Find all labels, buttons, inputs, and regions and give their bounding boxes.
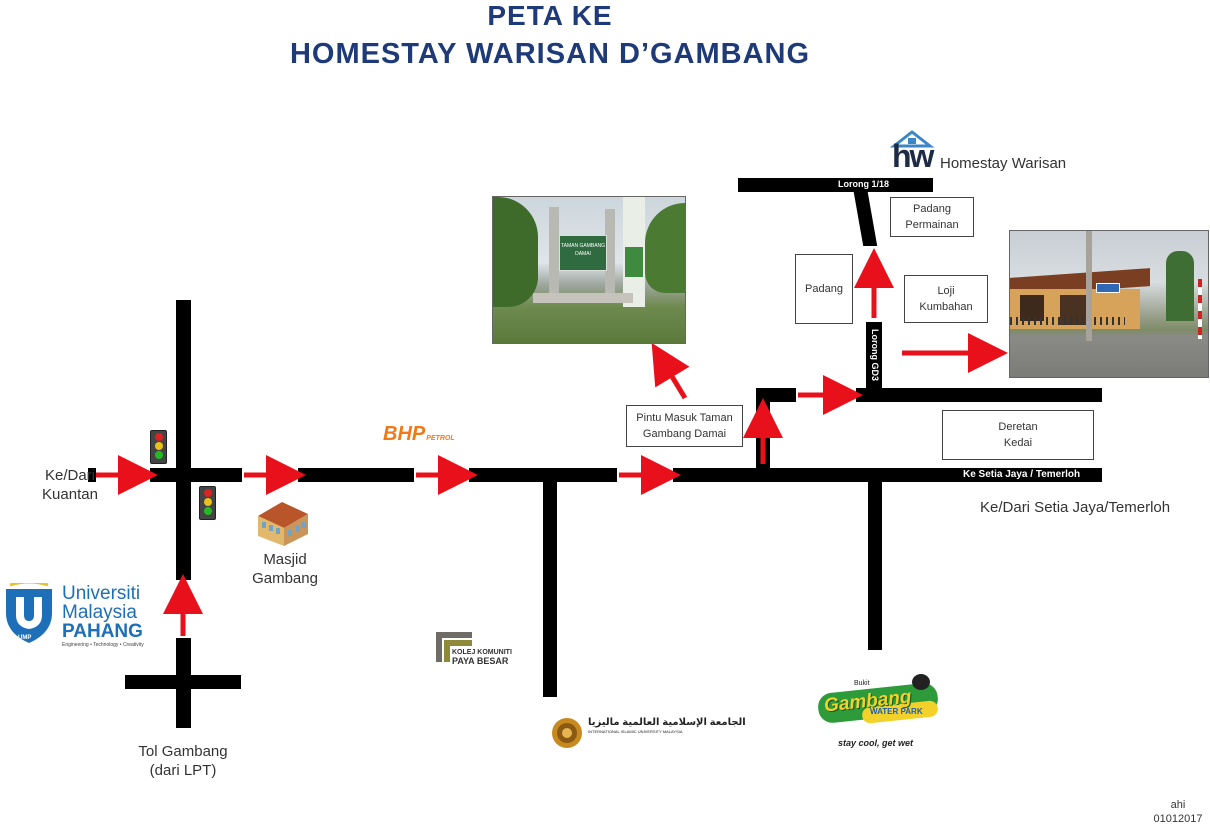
ump-line3: PAHANG [62,621,143,642]
waterpark-sub-text: WATER PARK [870,707,923,716]
iium-line2: INTERNATIONAL ISLAMIC UNIVERSITY MALAYSI… [588,729,683,734]
arrow-to-photo1 [651,342,690,400]
label-masjid-line2: Gambang [252,570,318,587]
box-loji-line2: Kumbahan [919,301,973,313]
ump-line1: Universiti [62,583,141,604]
road-waterpark-branch [868,475,882,650]
homestay-hw-logo-text: hw [892,138,934,174]
road-label-setia-jaya: Ke Setia Jaya / Temerloh [963,469,1081,480]
mosque-building-icon [258,502,308,546]
label-kuantan: Ke/Dari Kuantan [30,466,110,504]
box-loji-kumbahan: Loji Kumbahan [904,275,988,323]
ump-logo-text: Universiti Malaysia PAHANG Engineering •… [62,584,144,649]
sign-taman-line1: TAMAN GAMBANG [560,243,606,249]
kolej-line2: PAYA BESAR [452,656,509,666]
bhp-logo-sub: PETROL [426,435,455,442]
box-padang-text: Padang [805,283,843,295]
bhp-logo-main: BHP [383,423,426,445]
iium-logo-text: الجامعة الإسلامية العالمية ماليزيا INTER… [588,718,746,736]
label-kuantan-line1: Ke/Dari [44,467,96,484]
bhp-petrol-logo: BHPPETROL [383,423,455,446]
ump-badge-text: UMP [18,635,32,641]
road-lorong-118 [738,178,933,192]
road-main-seg2 [150,468,242,482]
sign-taman-line2: DAMAI [575,251,591,257]
road-kolej-branch [543,475,557,697]
label-setia-jaya: Ke/Dari Setia Jaya/Temerloh [980,499,1171,516]
road-lorong-gd3 [866,322,882,392]
kolej-komuniti-logo-icon [436,632,472,662]
box-pintu-masuk: Pintu Masuk Taman Gambang Damai [626,405,743,447]
waterpark-top-text: Bukit [854,680,870,687]
ump-line2: Malaysia [62,602,137,623]
label-homestay: Homestay Warisan [940,155,1067,172]
box-padang-permainan: Padang Permainan [890,197,974,237]
kolej-line1: KOLEJ KOMUNITI [452,649,512,656]
footer-author-name: ahi [1170,799,1186,811]
road-deretan [856,388,1102,402]
box-padang: Padang [795,254,853,324]
box-deretan-line2: Kedai [1003,437,1033,449]
kolej-komuniti-logo-text: KOLEJ KOMUNITI PAYA BESAR [452,648,512,666]
label-tol-gambang: Tol Gambang (dari LPT) [118,742,248,780]
box-padang-permainan-line1: Padang [913,203,951,215]
photo-taman-entrance: TAMAN GAMBANG DAMAI [492,196,686,344]
road-tol-cross [125,675,241,689]
map-title-line1: PETA KE [487,0,613,31]
traffic-light-icon [150,430,167,464]
box-loji-line1: Loji [937,285,955,297]
label-masjid-line1: Masjid [263,551,307,568]
road-main-seg3 [298,468,414,482]
label-kuantan-line2: Kuantan [42,486,98,503]
road-main-seg1 [88,468,96,482]
iium-line1: الجامعة الإسلامية العالمية ماليزيا [588,717,746,728]
iium-emblem-icon [552,718,582,748]
box-deretan-kedai: Deretan Kedai [942,410,1094,460]
footer-author: ahi 01012017 [1150,798,1206,826]
road-main-seg5 [673,468,1102,482]
label-tol-line1: Tol Gambang [138,743,228,760]
label-masjid: Masjid Gambang [240,550,330,588]
road-label-lorong-118: Lorong 1/18 [838,179,890,189]
ump-tagline: Engineering • Technology • Creativity [62,642,144,648]
photo-homestay-house [1009,230,1209,378]
box-pintu-line1: Pintu Masuk Taman [636,412,733,424]
box-deretan-line1: Deretan [998,421,1038,433]
map-title-line2: HOMESTAY WARISAN D’GAMBANG [289,38,811,70]
waterpark-slogan: stay cool, get wet [838,738,914,748]
ump-shield-icon [6,583,52,643]
traffic-light-icon [199,486,216,520]
box-pintu-line2: Gambang Damai [642,428,727,440]
box-padang-permainan-line2: Permainan [905,219,959,231]
footer-date: 01012017 [1153,813,1203,825]
waterpark-logo: Bukit Gambang WATER PARK stay cool, get … [812,674,942,754]
homestay-hw-logo-icon [890,130,934,148]
label-tol-line2: (dari LPT) [149,762,217,779]
road-vertical-main [176,300,191,580]
